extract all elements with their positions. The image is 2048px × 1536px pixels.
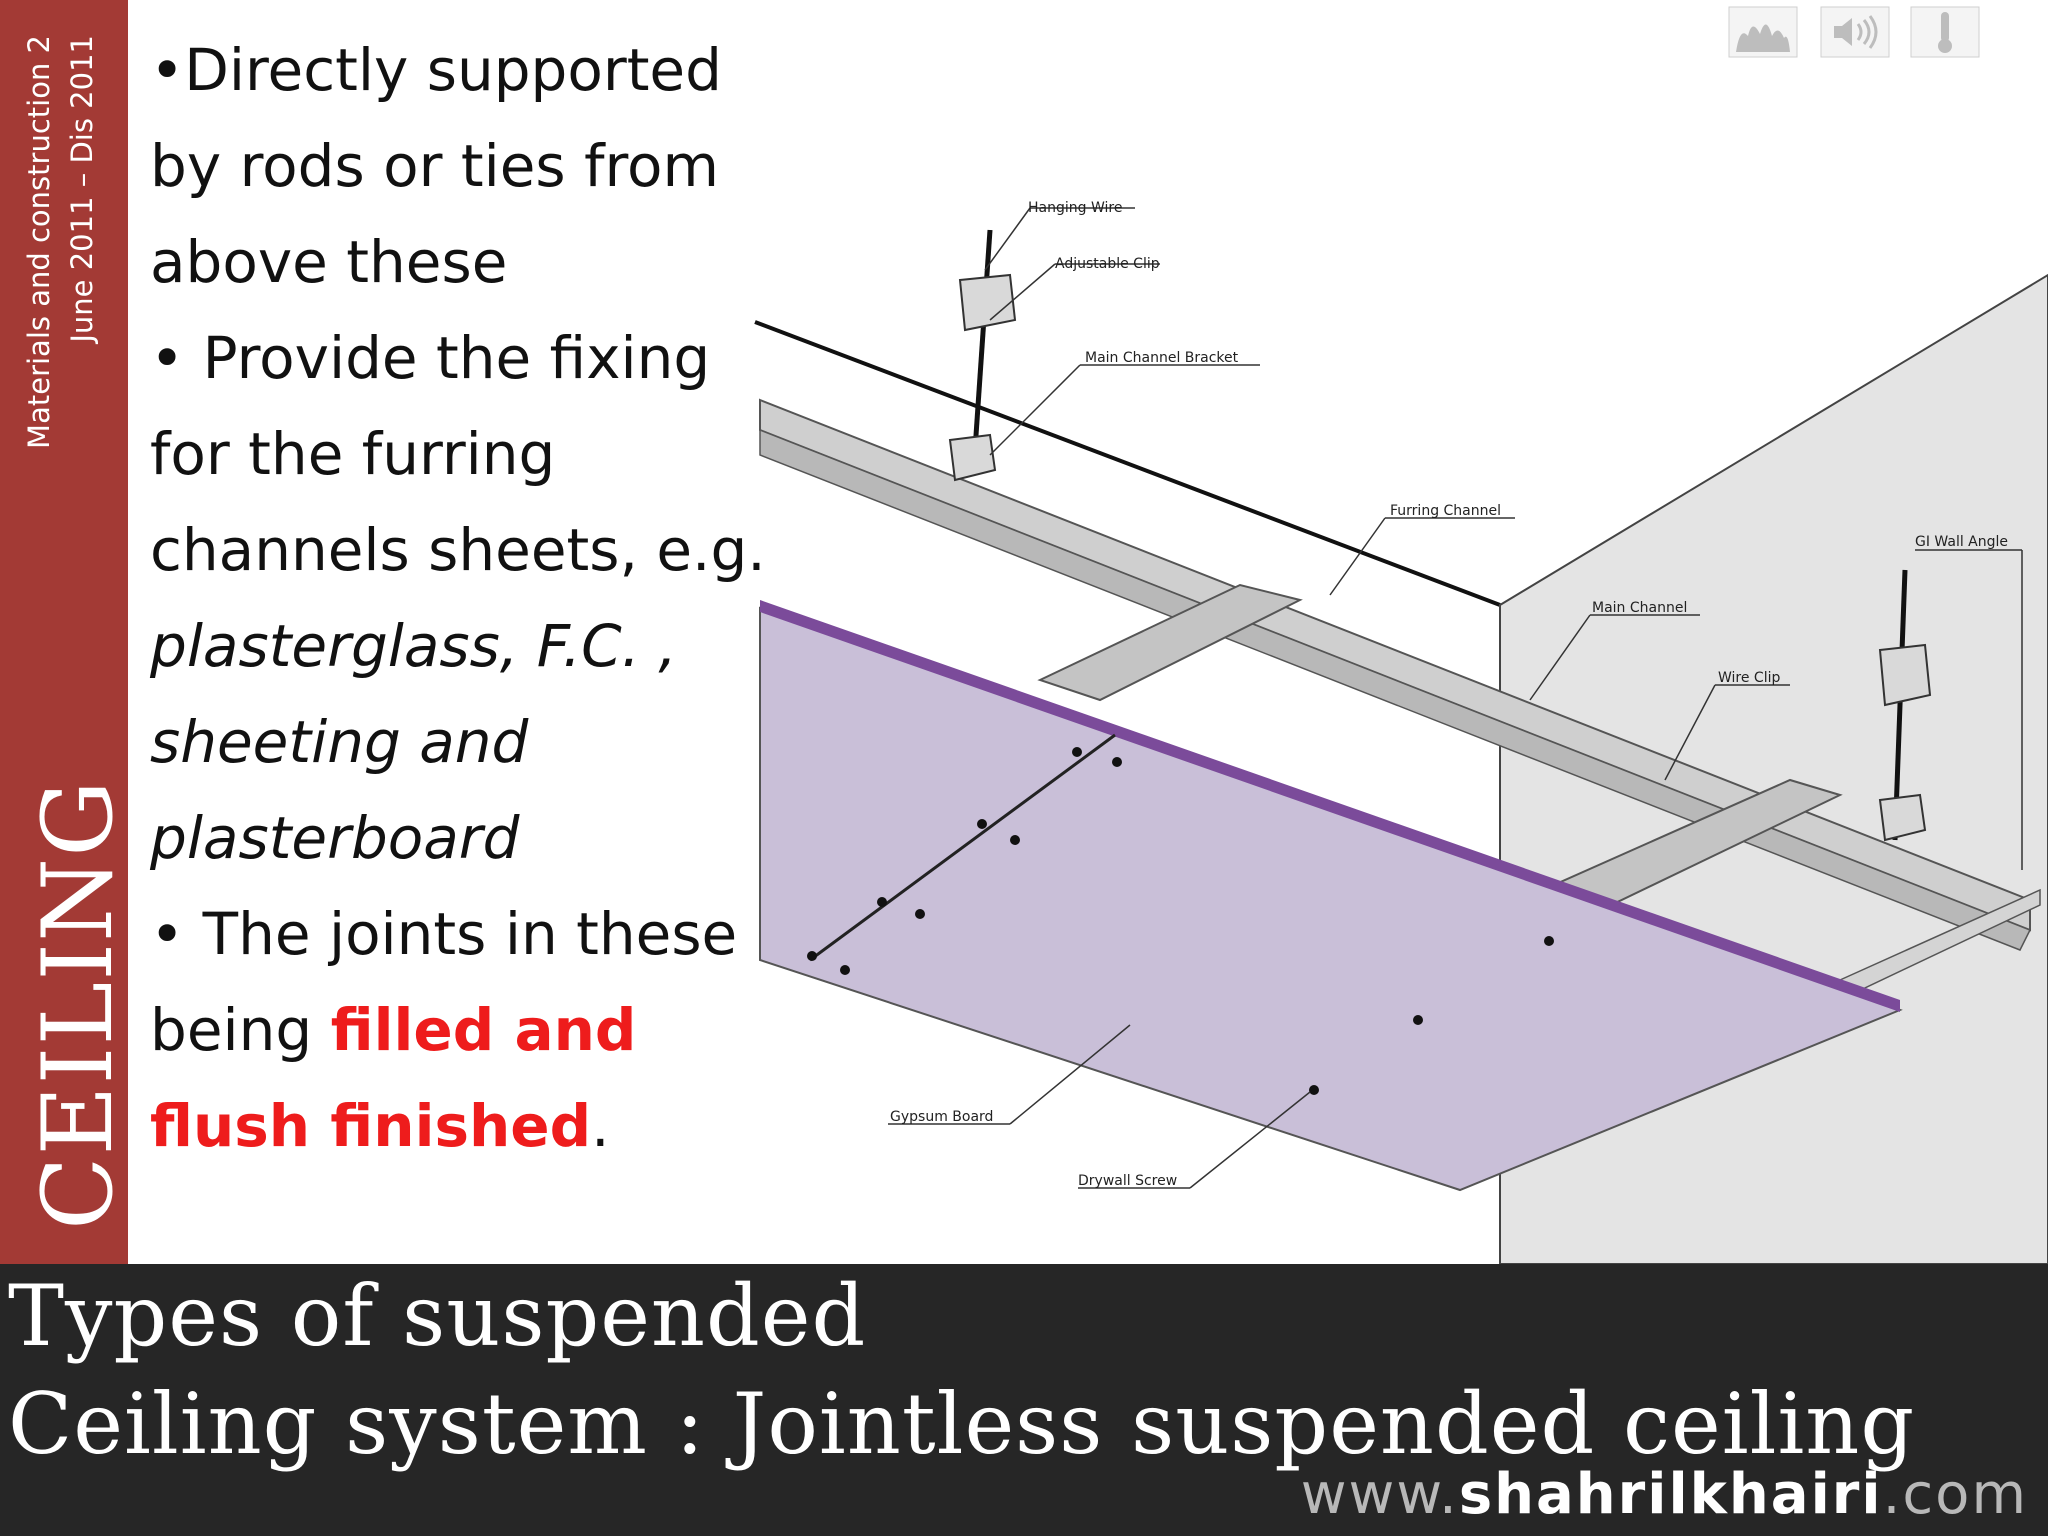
bullet-2: • Provide the fixing for the furring cha… [150,310,770,886]
board-edge [760,600,1900,1012]
bullet-1: •Directly supported by rods or ties from… [150,36,722,296]
label-furring-channel: Furring Channel [1390,503,1501,519]
watermark-brand: shahrilkhairi [1458,1462,1883,1527]
bullet-3-highlight: filled and flush finished [150,996,637,1160]
drywall-screws [807,747,1554,1095]
ceiling-diagram: Hanging Wire Adjustable Clip Main Channe… [754,200,2048,1264]
label-hanging-wire: Hanging Wire [1028,200,1122,216]
watermark-suffix: .com [1882,1462,2028,1527]
course-info: Materials and construction 2 June 2011 –… [18,35,104,515]
label-gi-wall-angle: GI Wall Angle [1915,534,2008,550]
sound-icon [1820,6,1890,58]
title-band [0,1264,2048,1536]
bullet-2-text: • Provide the fixing for the furring cha… [150,324,711,584]
label-main-channel: Main Channel [1592,600,1687,616]
hanging-wire-2 [1892,569,1908,841]
sidebar [0,0,128,1264]
bullet-list: •Directly supported by rods or ties from… [150,22,770,1174]
watermark-prefix: www. [1300,1462,1459,1527]
course-title: Materials and construction 2 [22,35,56,449]
bullet-3-start: • The joints in these being [150,900,738,1064]
label-gypsum-board: Gypsum Board [890,1109,993,1125]
hanging-wire-1 [972,229,993,451]
bullet-3-end: . [591,1092,610,1160]
slide-title-line-2: Ceiling system : Jointless suspended cei… [8,1375,1916,1473]
topic-label: CEILING [22,779,134,1230]
furring-channel-1 [1037,583,1303,702]
slide-title: Types of suspended Ceiling system : Join… [8,1262,2008,1478]
bullet-2-eg: e.g. [656,516,766,584]
fire-icon [1728,6,1798,58]
slide-title-line-1: Types of suspended [8,1267,867,1365]
bullet-3: • The joints in these being filled and f… [150,886,770,1174]
watermark: www.shahrilkhairi.com [1301,1462,2028,1527]
bullet-2-examples: plasterglass, F.C. , sheeting and plaste… [150,612,677,872]
ceiling-line [754,320,1501,607]
thermometer-icon [1910,6,1980,58]
label-wire-clip: Wire Clip [1718,670,1780,686]
label-adjustable-clip: Adjustable Clip [1055,256,1160,272]
label-main-channel-bracket: Main Channel Bracket [1085,350,1239,366]
label-drywall-screw: Drywall Screw [1078,1173,1177,1189]
course-term: June 2011 – Dis 2011 [65,35,99,343]
